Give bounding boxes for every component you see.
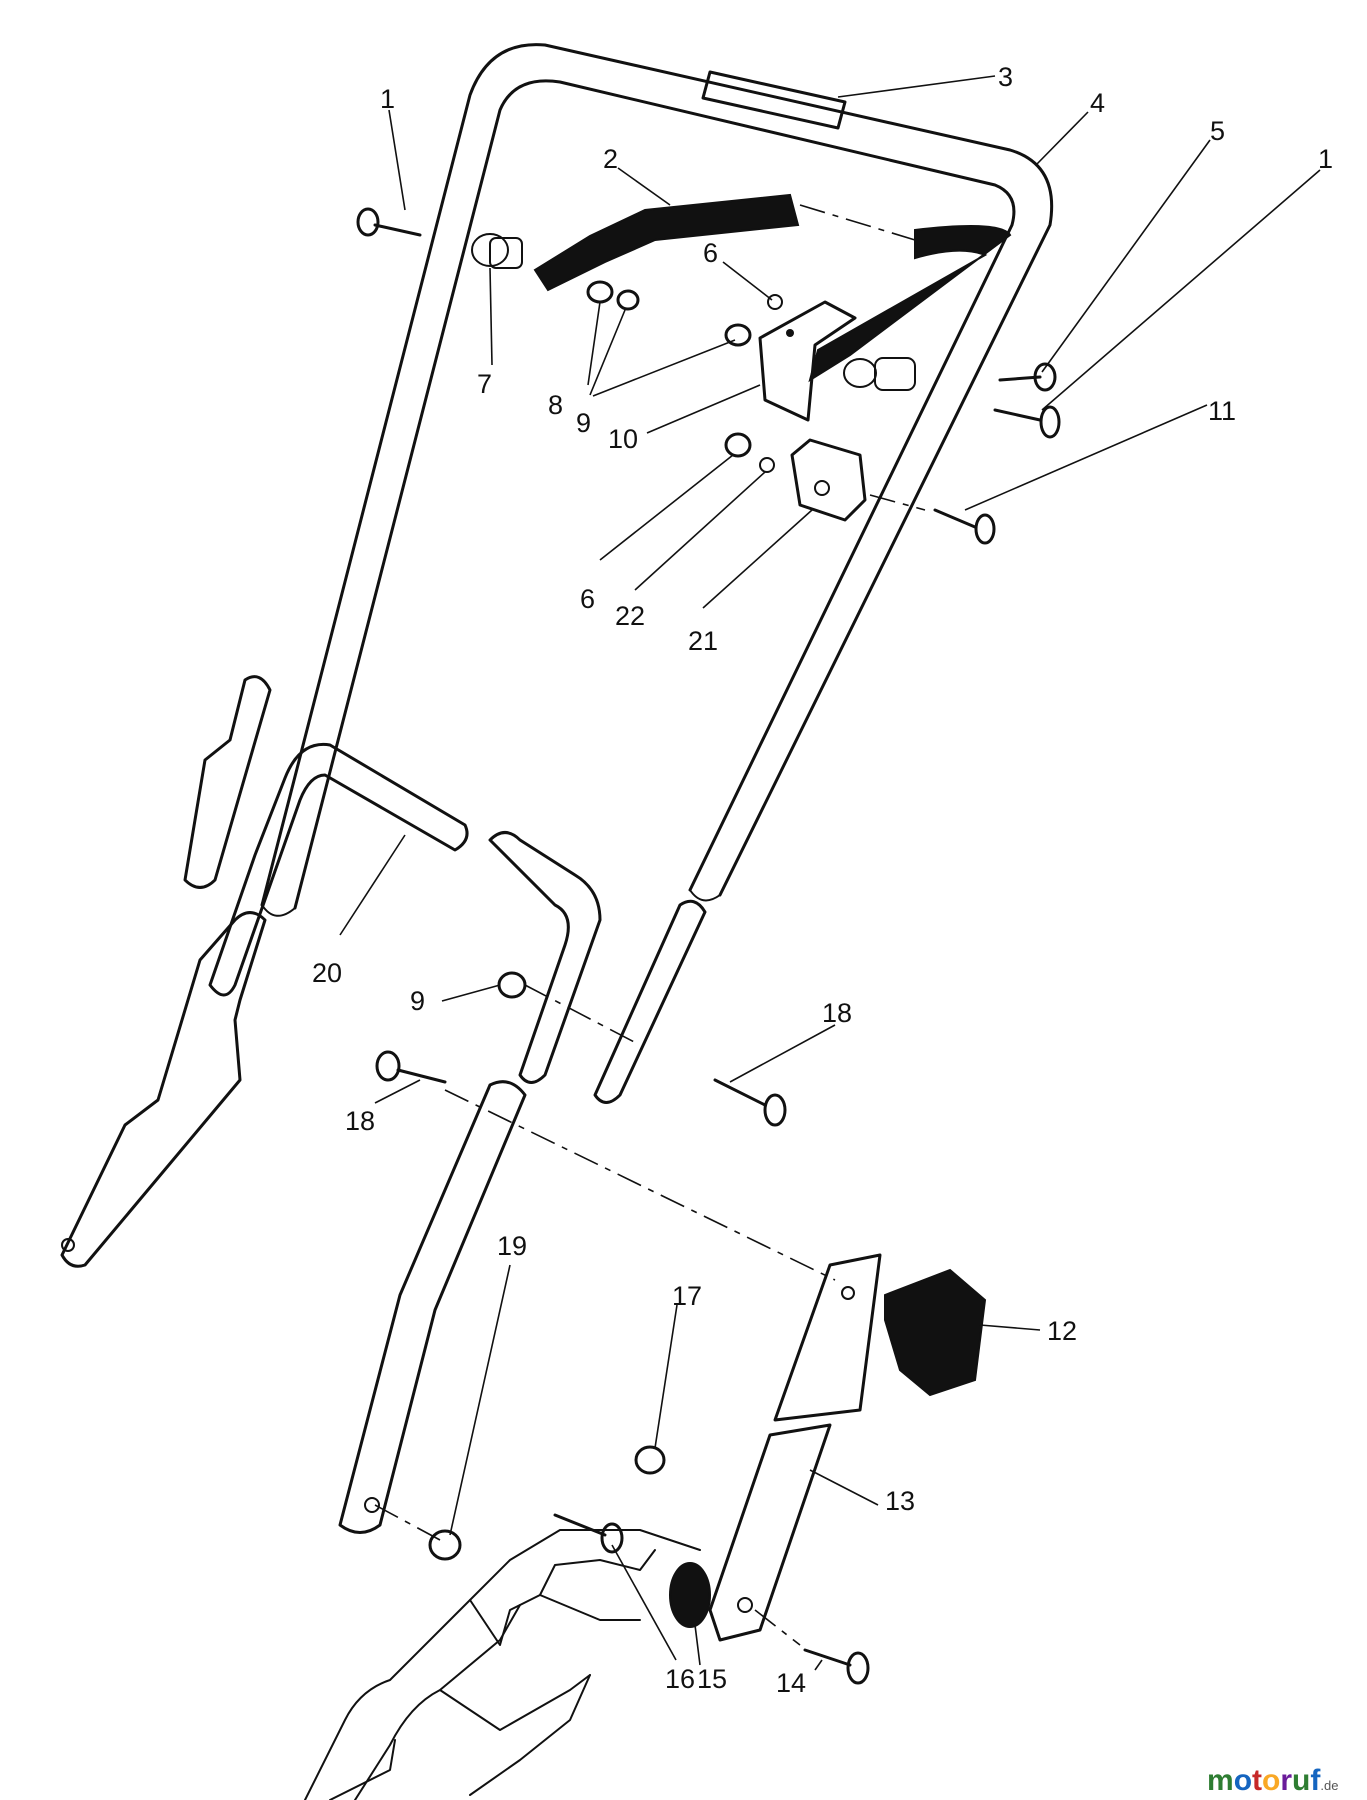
mower-deck	[304, 1529, 701, 1800]
bail-pivot-left	[471, 233, 523, 269]
bolt-14	[803, 1648, 870, 1685]
upper-handle	[260, 43, 1054, 917]
bolt-5	[998, 362, 1057, 392]
nut-6-bottom	[724, 432, 752, 458]
knob-12	[884, 1268, 987, 1397]
adjust-plate	[773, 1253, 882, 1422]
label-8: 8	[548, 390, 563, 420]
washer-15	[669, 1562, 711, 1628]
watermark-letter-o1: o	[1234, 1764, 1252, 1797]
label-4: 4	[1090, 88, 1105, 118]
nut-9-top	[616, 289, 752, 347]
nut-17	[634, 1445, 666, 1475]
label-2: 2	[603, 144, 618, 174]
label-1-left: 1	[380, 84, 395, 114]
grip-pad	[701, 70, 847, 130]
label-13: 13	[885, 1486, 915, 1516]
label-14: 14	[776, 1668, 806, 1698]
label-16: 16	[665, 1664, 695, 1694]
label-5: 5	[1210, 116, 1225, 146]
label-1-right: 1	[1318, 144, 1333, 174]
middle-handle	[208, 742, 707, 1104]
watermark-letter-f: f	[1310, 1764, 1321, 1797]
svg-text:motoruf.de: motoruf.de	[1207, 1764, 1338, 1797]
bolt-18-right	[713, 1078, 787, 1127]
watermark-letter-u: u	[1292, 1764, 1310, 1797]
watermark-suffix: .de	[1320, 1778, 1338, 1793]
nut-19	[428, 1529, 462, 1561]
label-10: 10	[608, 424, 638, 454]
label-7: 7	[477, 369, 492, 399]
control-block-21	[790, 438, 867, 522]
label-11: 11	[1208, 396, 1236, 426]
bracket-13	[708, 1423, 832, 1642]
label-9-top: 9	[576, 408, 591, 438]
watermark-letter-r: r	[1280, 1764, 1292, 1797]
watermark-letter-t: t	[1252, 1764, 1262, 1797]
label-19: 19	[497, 1231, 527, 1261]
label-17: 17	[672, 1281, 702, 1311]
lower-handle	[338, 1080, 527, 1534]
nut-8	[586, 280, 614, 304]
bail-pivot-right	[843, 357, 916, 391]
label-12: 12	[1047, 1316, 1077, 1346]
watermark-letter-m: m	[1207, 1764, 1234, 1797]
label-18-right: 18	[822, 998, 852, 1028]
washer-22	[759, 457, 775, 473]
label-20: 20	[312, 958, 342, 988]
watermark: motoruf.de	[1207, 1764, 1338, 1797]
bolt-11	[933, 508, 996, 545]
watermark-letter-o2: o	[1262, 1764, 1280, 1797]
label-3: 3	[998, 62, 1013, 92]
bolt-1-left	[356, 207, 422, 237]
nut-6-top	[767, 294, 783, 310]
label-6-bottom: 6	[580, 584, 595, 614]
leader-lines	[339, 75, 1321, 1671]
bracket-10	[758, 300, 857, 422]
label-15: 15	[697, 1664, 727, 1694]
bolt-16	[553, 1513, 624, 1554]
nut-9-mid	[497, 971, 527, 999]
part-labels: 1 1 2 3 4 5 6 6 7 8 9 9 10 11 12 13 14 1…	[312, 62, 1333, 1698]
label-21: 21	[688, 626, 718, 656]
bolt-18-left	[375, 1050, 447, 1084]
label-6-top: 6	[703, 238, 718, 268]
bolt-1-right	[993, 405, 1061, 439]
bail	[533, 193, 1012, 383]
label-9-mid: 9	[410, 986, 425, 1016]
label-22: 22	[615, 601, 645, 631]
label-18-left: 18	[345, 1106, 375, 1136]
lower-left-tubes	[60, 675, 272, 1268]
